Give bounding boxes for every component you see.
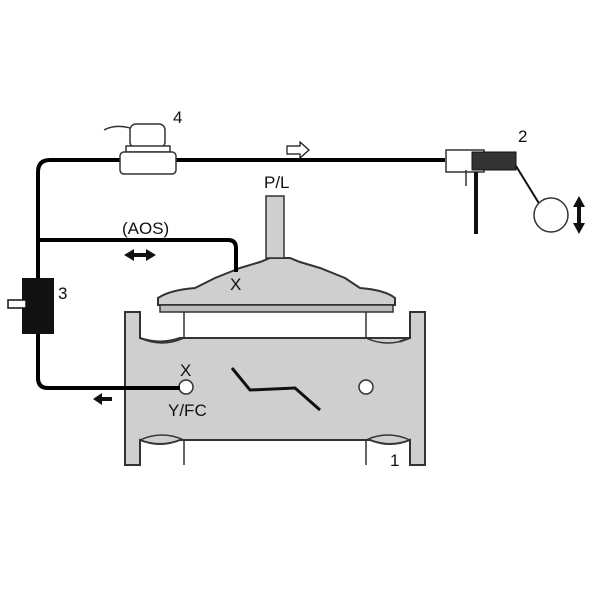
solenoid-wire: [103, 125, 131, 131]
label-port-x-top: X: [230, 275, 241, 294]
left-flange: [139, 312, 185, 344]
label-port-yfc: Y/FC: [168, 401, 207, 420]
valve-seat-line: [230, 367, 321, 412]
cock-body: [22, 278, 54, 334]
float-ball: [533, 197, 569, 233]
label-cock-number: 3: [58, 284, 67, 303]
tube-bottom: [36, 334, 180, 390]
right-flange: [365, 312, 411, 344]
solenoid-coil: [129, 123, 166, 149]
up-down-arrow-icon: [573, 196, 585, 234]
port-yfc: [178, 379, 194, 395]
solenoid-body: [119, 151, 177, 175]
right-lower-flange: [365, 434, 411, 465]
label-valve-number: 1: [390, 451, 399, 470]
tube-top-left: [36, 158, 120, 278]
cock-handle: [7, 299, 27, 309]
solenoid-base: [125, 145, 171, 153]
isolating-cock: [7, 278, 54, 334]
pilot-actuator: [471, 151, 517, 171]
tubing: [36, 158, 445, 390]
valve-body: [124, 311, 426, 466]
double-arrow-icon: [124, 249, 156, 261]
port-right: [358, 379, 374, 395]
valve-bonnet: [157, 195, 396, 313]
solenoid-valve: [103, 123, 177, 175]
label-solenoid-number: 4: [173, 108, 182, 127]
label-float-pilot-number: 2: [518, 127, 527, 146]
label-port-x-body: X: [180, 361, 191, 380]
pilot-stem: [265, 195, 285, 259]
flow-arrows: [93, 140, 585, 405]
label-aos: (AOS): [122, 219, 169, 238]
bonnet-shell: [157, 257, 396, 306]
float-pilot: [445, 149, 569, 234]
tube-aos: [38, 238, 238, 272]
bonnet-flange: [159, 304, 394, 313]
left-lower-flange: [139, 434, 185, 465]
drain-left-arrow-icon: [93, 393, 112, 405]
label-pilot-line: P/L: [264, 173, 290, 192]
hollow-right-arrow-icon: [286, 140, 310, 160]
float-arm: [515, 165, 541, 206]
